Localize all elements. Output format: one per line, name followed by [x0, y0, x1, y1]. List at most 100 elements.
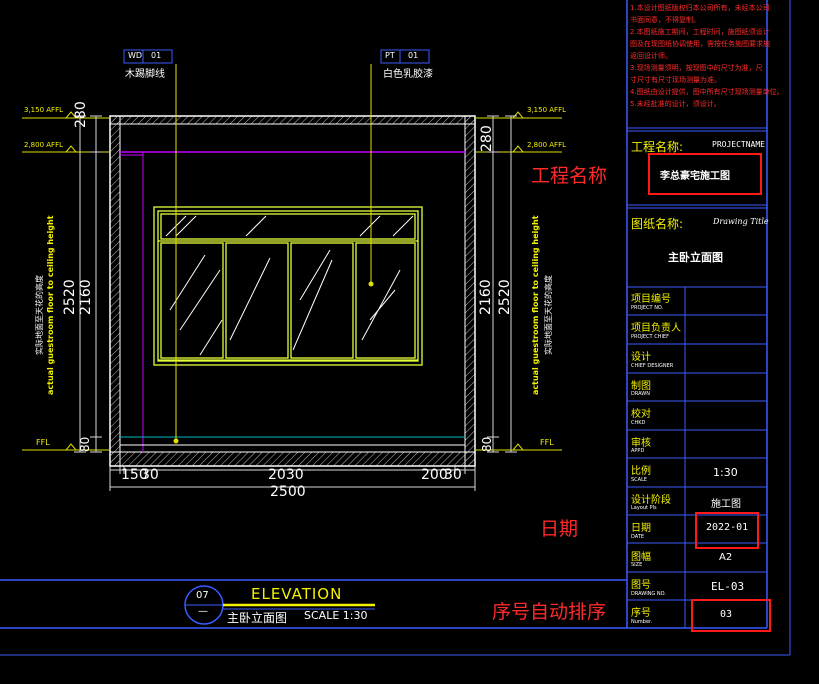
annotation-number: 序号自动排序	[492, 601, 607, 623]
dim-2030: 2030	[268, 467, 304, 483]
drawing-name: 主卧立面图	[668, 251, 723, 264]
row-label-en: CHIEF DESIGNER	[631, 363, 674, 369]
row-value-stage: 施工图	[711, 499, 741, 510]
dim-30-right: 30	[444, 467, 462, 483]
row-label-en: APPD	[631, 448, 645, 454]
note-line: 3.现场测量须明，按现图中的尺寸为准，尺	[630, 64, 763, 72]
row-label-en: DRAWING NO.	[631, 591, 666, 597]
row-label-project-no: 项目编号	[631, 294, 671, 305]
row-label-drawing-no: 图号	[631, 580, 651, 591]
row-label-en: DRAWN	[631, 391, 650, 397]
row-label-en: DATE	[631, 534, 645, 540]
row-label-checked: 校对	[631, 409, 651, 420]
vertical-note-cn-right: 实际地面至天花的高度	[544, 275, 553, 355]
tag-right-text: 白色乳胶漆	[383, 69, 433, 80]
drawing-label-en: Drawing Title	[713, 217, 769, 226]
annotation-date: 日期	[540, 518, 579, 540]
row-label-en: SCALE	[631, 477, 648, 483]
dim-200: 200	[421, 467, 448, 483]
row-label-approved: 审核	[631, 438, 651, 449]
level-ffl-left: FFL	[36, 438, 50, 447]
row-label-scale: 比例	[631, 466, 651, 477]
note-line: 1.本设计图纸版权归本公司所有，未经本公司	[630, 4, 770, 12]
row-label-en: PROJECT CHIEF	[631, 334, 669, 340]
row-label-project-chief: 项目负责人	[631, 323, 681, 334]
elevation-subtitle: 主卧立面图	[227, 611, 288, 625]
elevation-title: ELEVATION	[251, 585, 343, 603]
tag-left-num: 01	[151, 51, 162, 60]
window-glass-reflections	[165, 215, 414, 356]
row-label-en: Layout Pls	[631, 505, 657, 511]
dim-280-right: 280	[479, 125, 495, 152]
note-line: 图及在现图纸协调使用，需按任务施图要求施	[630, 40, 770, 48]
dim-80-right: 80	[480, 436, 494, 452]
row-label-en: PROJECT NO.	[631, 305, 664, 311]
note-line: 书面同意，不得复制。	[630, 16, 700, 24]
note-line: 2.本图纸施工期间，工程时间，施图纸须设计	[630, 28, 770, 36]
drawing-label: 图纸名称:	[631, 217, 684, 231]
dim-2520-right: 2520	[497, 279, 513, 315]
project-label: 工程名称:	[631, 140, 684, 154]
vertical-dimensions	[74, 115, 517, 453]
tag-right-code: PT	[385, 51, 395, 60]
project-name: 李总豪宅施工图	[660, 171, 730, 182]
level-2800-left: 2,800 AFFL	[24, 141, 64, 149]
dim-80-left: 80	[78, 436, 92, 452]
row-label-size: 图幅	[631, 552, 651, 563]
dim-30-left: 30	[141, 467, 159, 483]
annotation-project: 工程名称	[531, 165, 608, 187]
row-value-drawing-no: EL-03	[711, 580, 745, 593]
row-value-scale: 1:30	[713, 466, 738, 479]
project-name-highlight	[648, 153, 762, 195]
general-notes: 1.本设计图纸版权归本公司所有，未经本公司 书面同意，不得复制。 2.本图纸施工…	[630, 2, 784, 110]
horizontal-dimensions	[109, 466, 476, 491]
number-highlight	[691, 599, 771, 632]
row-label-date: 日期	[631, 523, 651, 534]
dim-280-left: 280	[73, 101, 89, 128]
row-label-designer: 设计	[631, 352, 651, 363]
vertical-note-en-right: actual guestroom floor to ceiling height	[531, 215, 540, 395]
level-2800-right: 2,800 AFFL	[527, 141, 567, 149]
leader-end-right	[368, 281, 374, 287]
row-label-number: 序号	[631, 608, 651, 619]
date-highlight	[695, 512, 759, 549]
row-label-stage: 设计阶段	[631, 495, 671, 506]
row-label-en: Number.	[631, 619, 653, 625]
material-tag-right-box	[380, 49, 430, 64]
dim-2500: 2500	[270, 484, 306, 500]
row-label-en: SIZE	[631, 562, 643, 568]
vertical-note-en-left: actual guestroom floor to ceiling height	[46, 215, 55, 395]
leader-lines	[175, 64, 372, 442]
elevation-scale: SCALE 1:30	[304, 609, 368, 622]
tag-left-text: 木踢脚线	[125, 69, 165, 80]
callout-dash: —	[198, 606, 208, 617]
callout-number: 07	[196, 590, 209, 601]
level-3150-right: 3,150 AFFL	[527, 106, 567, 114]
note-line: 返回设计师。	[630, 52, 672, 60]
row-value-date: 2022-01	[706, 522, 749, 533]
row-label-en: CHKD	[631, 420, 646, 426]
note-line: 4.图纸由设计提供，图中所有尺寸现场测量单位。	[630, 88, 784, 96]
dim-2520-left: 2520	[62, 279, 78, 315]
tag-right-num: 01	[408, 51, 419, 60]
dim-2160-right: 2160	[478, 279, 494, 315]
row-label-drawn: 制图	[631, 381, 651, 392]
note-line: 寸尺寸有尺寸现场测量为准。	[630, 76, 721, 84]
sheet-frame	[0, 0, 791, 656]
room-wall	[109, 115, 476, 467]
material-tag-left-box	[123, 49, 173, 64]
level-3150-left: 3,150 AFFL	[24, 106, 64, 114]
elevation-callout	[184, 585, 375, 625]
tag-left-code: WD	[128, 51, 143, 60]
dim-150: 150	[121, 467, 148, 483]
note-line: 5.未经批准的设计，须设计。	[630, 100, 721, 108]
vertical-note-cn-left: 实际地面至天花的高度	[35, 275, 44, 355]
row-value-number: 03	[720, 609, 733, 620]
row-value-size: A2	[719, 552, 733, 563]
leader-end-left	[173, 438, 179, 444]
dim-2160-left: 2160	[78, 279, 94, 315]
ceiling-line	[120, 151, 465, 452]
window	[153, 206, 423, 366]
level-ffl-right: FFL	[540, 438, 554, 447]
project-label-en: PROJECTNAME	[712, 140, 765, 149]
